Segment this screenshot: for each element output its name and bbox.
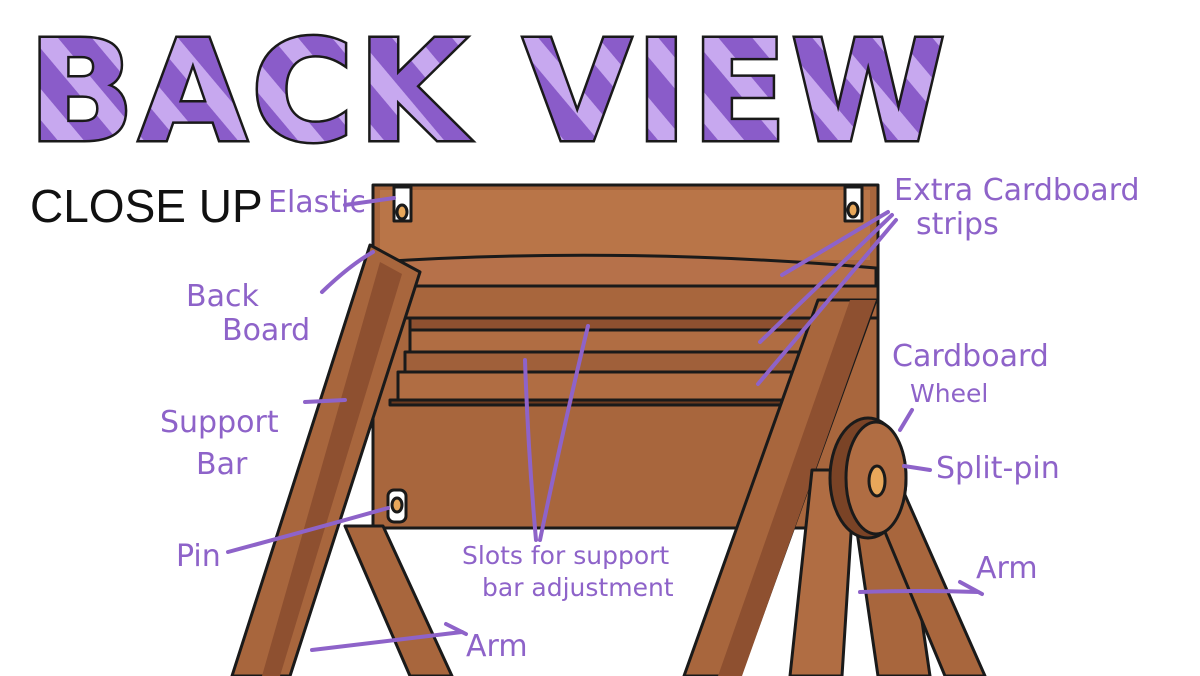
label-elastic: Elastic <box>268 185 366 220</box>
labels: Elastic Extra Cardboard strips Back Boar… <box>160 173 1140 664</box>
leader-wheel <box>898 408 914 432</box>
label-back-board: Board <box>222 313 310 348</box>
chair-illustration <box>230 183 987 676</box>
label-slots: Slots for support <box>462 541 669 570</box>
cardboard-strip-top <box>374 253 878 290</box>
slot-strip-4 <box>396 370 804 402</box>
leader-pin <box>226 506 390 554</box>
leader-arm-right-tick <box>958 580 984 596</box>
slot-strip-1 <box>408 316 817 332</box>
leader-arm-right <box>858 589 980 594</box>
leader-lines <box>226 196 984 652</box>
leader-extra-3 <box>756 218 898 386</box>
right-support-leg-shade <box>718 300 876 676</box>
label-pin: Pin <box>176 539 221 574</box>
leader-extra-1 <box>780 210 890 277</box>
left-support-leg-shade <box>262 262 402 676</box>
label-split-pin: Split-pin <box>936 451 1060 486</box>
leader-slots-1 <box>523 358 538 542</box>
pin-head <box>390 496 404 514</box>
elastic-pin-left <box>395 203 409 221</box>
leader-elastic <box>343 196 396 207</box>
leader-arm-bottom <box>310 630 464 652</box>
label-extra-cardboard-strips: strips <box>916 207 999 242</box>
label-support-bar: Bar <box>196 447 248 482</box>
label-cardboard-wheel: Cardboard <box>892 339 1049 374</box>
subtitle: CLOSE UP <box>30 180 263 232</box>
leader-slots-2 <box>538 324 590 542</box>
leader-back-board <box>320 250 375 294</box>
leader-arm-bottom-tick <box>444 622 468 636</box>
page-title: BACK VIEW <box>28 11 950 174</box>
label-back: Back <box>186 279 259 314</box>
label-support: Support <box>160 405 279 440</box>
label-arm-bottom: Arm <box>466 629 528 664</box>
split-pin-head <box>867 464 887 498</box>
label-slots-2: bar adjustment <box>482 573 674 602</box>
slot-strip-5 <box>388 398 802 407</box>
label-cardboard-wheel-2: Wheel <box>910 379 988 408</box>
leader-split-pin <box>902 464 932 472</box>
slot-strip-3 <box>403 350 810 374</box>
slot-strip-2 <box>408 328 817 354</box>
left-arm <box>343 524 454 676</box>
back-board-highlight <box>380 190 870 260</box>
leader-support-bar <box>303 398 347 404</box>
elastic-pin-right <box>846 201 860 219</box>
label-arm-right: Arm <box>976 551 1038 586</box>
label-extra-cardboard: Extra Cardboard <box>894 173 1140 208</box>
leader-extra-2 <box>758 213 894 344</box>
